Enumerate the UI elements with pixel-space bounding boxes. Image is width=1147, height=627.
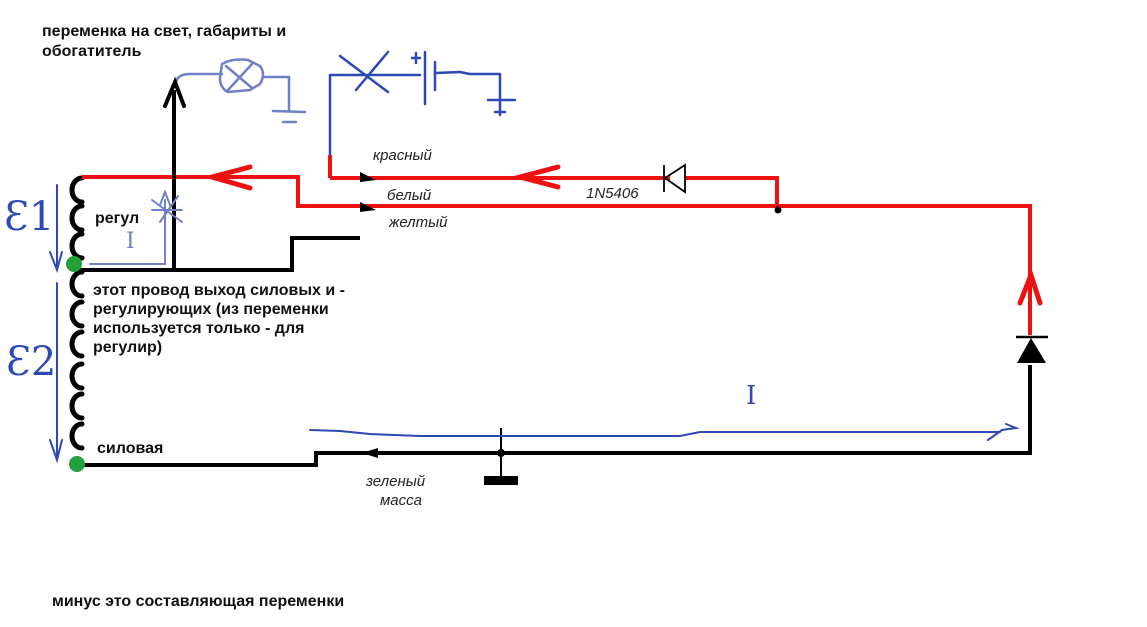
connector-tip-red — [360, 172, 376, 182]
battery-icon — [410, 50, 437, 106]
red-wires — [82, 175, 1032, 335]
rheostat-sketch — [89, 189, 183, 265]
label-emf-e2: Ɛ2 — [6, 339, 57, 385]
lamp-cross-icon-2 — [338, 50, 390, 94]
battery-feed-wire — [328, 73, 422, 157]
lamp-cross-icon — [224, 62, 254, 92]
arrow-icon-left-1 — [202, 164, 253, 191]
emf-arrow-e1 — [49, 184, 63, 274]
label-regul: регул — [95, 210, 140, 227]
label-wire-red: красный — [373, 147, 432, 164]
current-wire — [309, 429, 1001, 437]
red-wire-main — [360, 204, 1032, 335]
arrow-icon-left-2 — [510, 164, 561, 190]
arrow-icon-right-blue — [987, 423, 1020, 441]
black-wire-regul — [76, 236, 360, 272]
label-wire-yellow: желтый — [389, 214, 448, 231]
node-e1 — [66, 256, 82, 272]
red-wire-diode-loop — [686, 176, 779, 206]
label-emf-e1: Ɛ1 — [4, 194, 55, 240]
connector-tip-white — [360, 202, 376, 212]
red-wire-top — [82, 175, 360, 208]
battery-output-wire — [434, 70, 502, 117]
black-wire-silovaya — [76, 365, 1032, 467]
label-wire-green: зеленый — [366, 473, 426, 490]
arrow-icon-up-black — [163, 76, 186, 108]
emf-arrow-e2 — [49, 282, 63, 464]
label-ground: масса — [380, 492, 422, 509]
lamp-ground-wire — [262, 75, 291, 112]
black-wires — [76, 90, 1032, 467]
battery-ground-icon — [486, 98, 517, 114]
label-current-main: I — [746, 381, 757, 411]
emf-arrows — [49, 184, 1020, 464]
node-e2 — [69, 456, 85, 472]
lamp-ground-icon — [271, 109, 307, 124]
coil-e2 — [69, 269, 85, 451]
power-diode — [1016, 335, 1048, 363]
lamp-feed-wire — [174, 72, 224, 84]
title-line: переменка на свет, габариты и обогатител… — [42, 23, 287, 60]
label-wire-white: белый — [387, 187, 432, 204]
battery-circuit — [328, 50, 517, 157]
arrow-icon-left-black — [362, 448, 378, 458]
coil-e1 — [69, 175, 85, 261]
diagram-title: переменка на свет, габариты и обогатител… — [42, 22, 332, 62]
label-silovaya: силовая — [97, 440, 164, 457]
footer-note: минус это составляющая переменки — [52, 593, 345, 610]
label-diode: 1N5406 — [586, 185, 639, 202]
junction-dot — [774, 206, 782, 214]
lamp-circuit — [174, 58, 307, 124]
diode-1n5406 — [663, 163, 686, 194]
label-current-small: I — [126, 229, 135, 254]
label-middle-note: этот провод выход силовых и - регулирующ… — [93, 282, 345, 356]
arrow-icon-up — [1017, 267, 1043, 306]
